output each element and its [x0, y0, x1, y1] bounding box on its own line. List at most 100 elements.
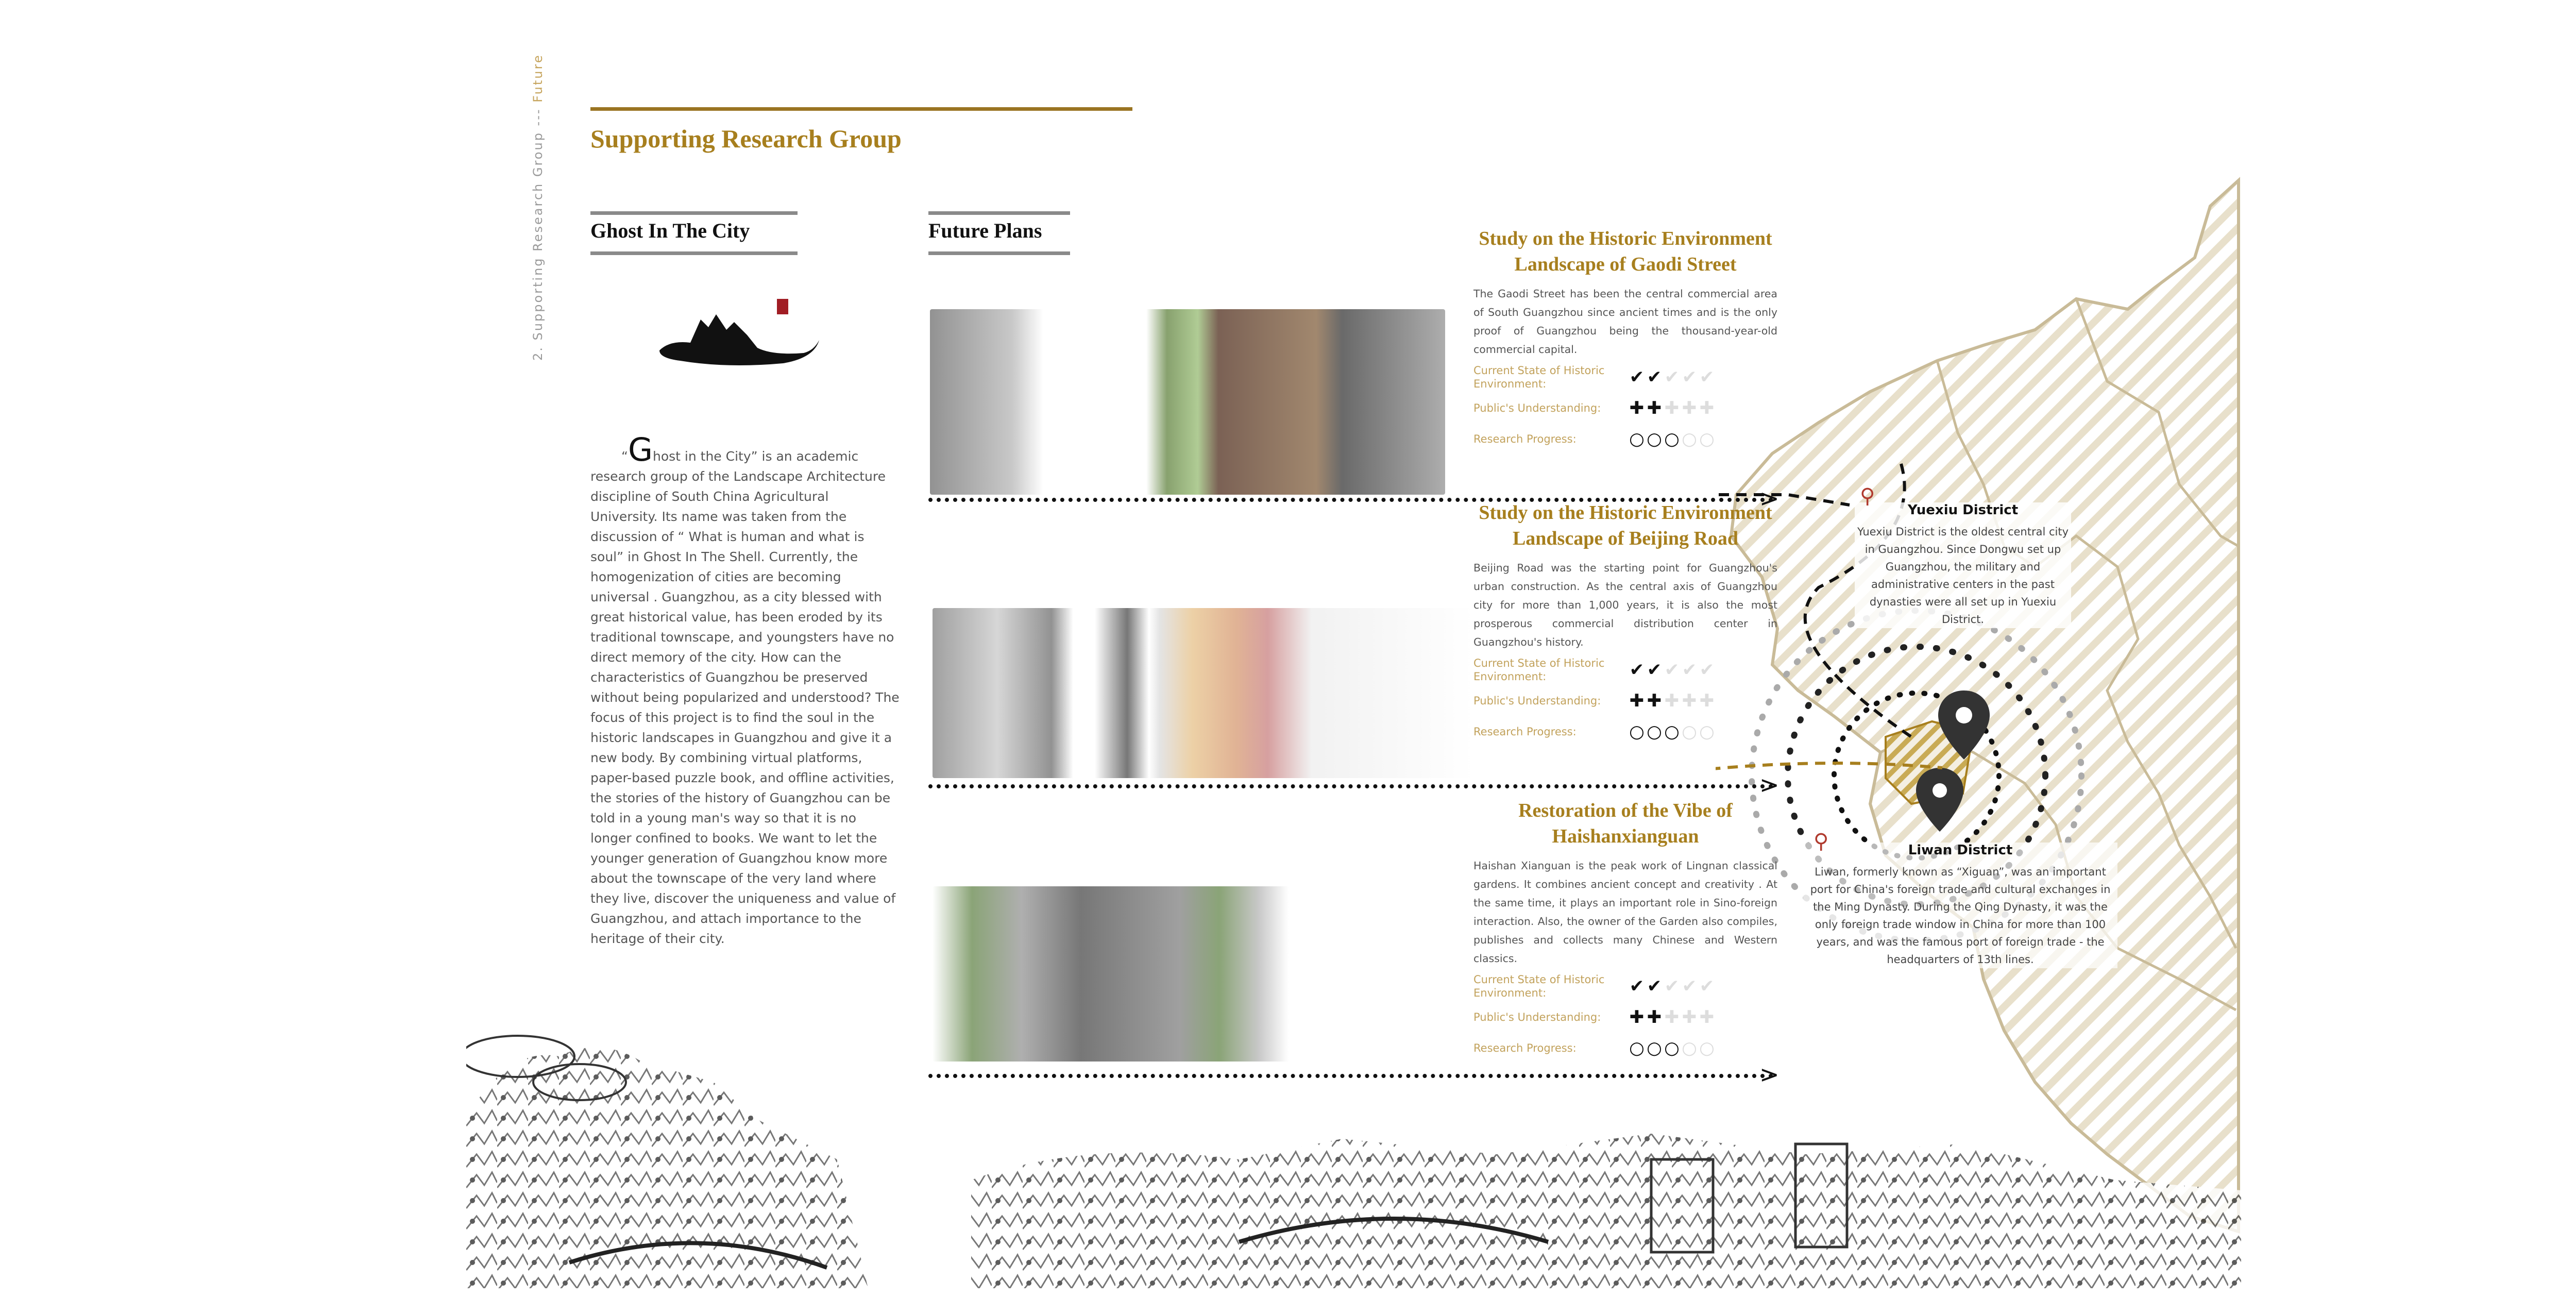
- district-name: Yuexiu District: [1907, 502, 2019, 518]
- plus-icon: ✚: [1629, 398, 1645, 418]
- check-icon: ✔: [1629, 367, 1645, 388]
- rating-label: Public's Understanding:: [1473, 695, 1601, 707]
- study-ratings: Current State of Historic Environment:✔✔…: [1473, 971, 1777, 1064]
- study-title: Study on the Historic Environment Landsc…: [1479, 502, 1772, 549]
- circle-icon: ○: [1682, 721, 1697, 742]
- haishanxianguan-photo-collage: [933, 886, 1427, 1062]
- district-card-liwan: Liwan District Liwan, formerly known as …: [1803, 843, 2117, 968]
- study-title: Study on the Historic Environment Landsc…: [1479, 228, 1772, 275]
- circle-icon: ○: [1647, 721, 1662, 742]
- plus-icon: ✚: [1664, 690, 1680, 711]
- rating-label: Research Progress:: [1473, 1042, 1577, 1054]
- district-description: Liwan, formerly known as “Xiguan”, was a…: [1810, 866, 2111, 966]
- check-icon: ✔: [1647, 976, 1662, 997]
- plus-icon: ✚: [1629, 1007, 1645, 1027]
- check-icon: ✔: [1682, 660, 1697, 680]
- check-icon: ✔: [1664, 660, 1680, 680]
- rating-label: Public's Understanding:: [1473, 402, 1601, 414]
- plus-icon: ✚: [1647, 1007, 1662, 1027]
- rating-row-state: Current State of Historic Environment:✔✔…: [1473, 971, 1777, 1002]
- map-pin-icon: ⚲: [1860, 484, 1875, 508]
- rating-row-state: Current State of Historic Environment:✔✔…: [1473, 654, 1777, 685]
- district-card-yuexiu: Yuexiu District Yuexiu District is the o…: [1855, 502, 2071, 628]
- drop-cap: G: [628, 431, 653, 468]
- study-body: The Gaodi Street has been the central co…: [1473, 288, 1777, 356]
- check-icon: ✔: [1664, 367, 1680, 388]
- top-divider: [590, 107, 1132, 111]
- intro-body-text: host in the City” is an academic researc…: [590, 449, 900, 946]
- district-description: Yuexiu District is the oldest central ci…: [1857, 526, 2069, 626]
- arrow-head-icon: >: [1759, 771, 1780, 799]
- plus-icon: ✚: [1647, 398, 1662, 418]
- historic-street-sketch-illustration: [466, 1035, 2241, 1288]
- study-beijing-road: Study on the Historic Environment Landsc…: [1473, 500, 1777, 747]
- section-rule: [590, 211, 798, 215]
- section-title-ghost: Ghost In The City: [590, 219, 750, 242]
- rating-label: Current State of Historic Environment:: [1473, 657, 1605, 683]
- study-body: Haishan Xianguan is the peak work of Lin…: [1473, 860, 1777, 965]
- rating-label: Current State of Historic Environment:: [1473, 973, 1605, 999]
- timeline-arrow: [928, 1074, 1773, 1078]
- circle-icon: ○: [1647, 1038, 1662, 1058]
- arrow-head-icon: >: [1759, 1060, 1780, 1088]
- check-icon: ✔: [1699, 660, 1715, 680]
- map-pin-icon: ⚲: [1814, 830, 1829, 853]
- study-haishanxianguan: Restoration of the Vibe of Haishanxiangu…: [1473, 798, 1777, 1064]
- check-icon: ✔: [1664, 976, 1680, 997]
- rating-label: Public's Understanding:: [1473, 1011, 1601, 1023]
- rating-row-state: Current State of Historic Environment:✔✔…: [1473, 362, 1777, 393]
- circle-icon: ○: [1699, 429, 1715, 449]
- plus-icon: ✚: [1699, 1007, 1715, 1027]
- gaodi-street-photo-collage: [930, 309, 1445, 495]
- study-body: Beijing Road was the starting point for …: [1473, 562, 1777, 648]
- study-gaodi-street: Study on the Historic Environment Landsc…: [1473, 226, 1777, 454]
- circle-icon: ○: [1629, 1038, 1645, 1058]
- page-title: Supporting Research Group: [590, 124, 902, 153]
- check-icon: ✔: [1682, 976, 1697, 997]
- timeline-arrow: [928, 784, 1773, 788]
- side-label-accent: Future: [531, 54, 545, 103]
- side-section-label: 2. Supporting Research Group --- Future: [531, 54, 545, 361]
- rating-row-understanding: Public's Understanding:✚✚✚✚✚: [1473, 393, 1777, 424]
- open-quote: “: [621, 449, 628, 464]
- circle-icon: ○: [1682, 1038, 1697, 1058]
- rating-label: Research Progress:: [1473, 433, 1577, 445]
- section-title-future: Future Plans: [928, 219, 1042, 242]
- plus-icon: ✚: [1682, 690, 1697, 711]
- circle-icon: ○: [1682, 429, 1697, 449]
- rating-row-understanding: Public's Understanding:✚✚✚✚✚: [1473, 1002, 1777, 1033]
- study-ratings: Current State of Historic Environment:✔✔…: [1473, 654, 1777, 747]
- check-icon: ✔: [1647, 660, 1662, 680]
- plus-icon: ✚: [1682, 1007, 1697, 1027]
- beijing-road-photo-collage: [933, 608, 1473, 778]
- arrow-head-icon: >: [1759, 484, 1780, 512]
- section-rule: [928, 251, 1070, 255]
- section-rule: [928, 211, 1070, 215]
- check-icon: ✔: [1647, 367, 1662, 388]
- circle-icon: ○: [1699, 1038, 1715, 1058]
- plus-icon: ✚: [1699, 690, 1715, 711]
- check-icon: ✔: [1682, 367, 1697, 388]
- check-icon: ✔: [1629, 660, 1645, 680]
- check-icon: ✔: [1699, 976, 1715, 997]
- circle-icon: ○: [1629, 721, 1645, 742]
- rating-row-progress: Research Progress:○○○○○: [1473, 716, 1777, 747]
- red-seal-icon: [777, 299, 788, 314]
- timeline-arrow: [928, 498, 1773, 502]
- plus-icon: ✚: [1629, 690, 1645, 711]
- rating-label: Research Progress:: [1473, 726, 1577, 738]
- study-title: Restoration of the Vibe of Haishanxiangu…: [1518, 800, 1733, 847]
- circle-icon: ○: [1699, 721, 1715, 742]
- plus-icon: ✚: [1682, 398, 1697, 418]
- side-label-text: 2. Supporting Research Group ---: [531, 108, 545, 361]
- check-icon: ✔: [1699, 367, 1715, 388]
- rating-row-progress: Research Progress:○○○○○: [1473, 1033, 1777, 1064]
- circle-icon: ○: [1647, 429, 1662, 449]
- ink-mountain-logo: [659, 299, 819, 365]
- plus-icon: ✚: [1647, 690, 1662, 711]
- circle-icon: ○: [1664, 721, 1680, 742]
- rating-row-understanding: Public's Understanding:✚✚✚✚✚: [1473, 685, 1777, 716]
- location-pin-icon: [1916, 768, 1963, 832]
- plus-icon: ✚: [1664, 398, 1680, 418]
- circle-icon: ○: [1664, 429, 1680, 449]
